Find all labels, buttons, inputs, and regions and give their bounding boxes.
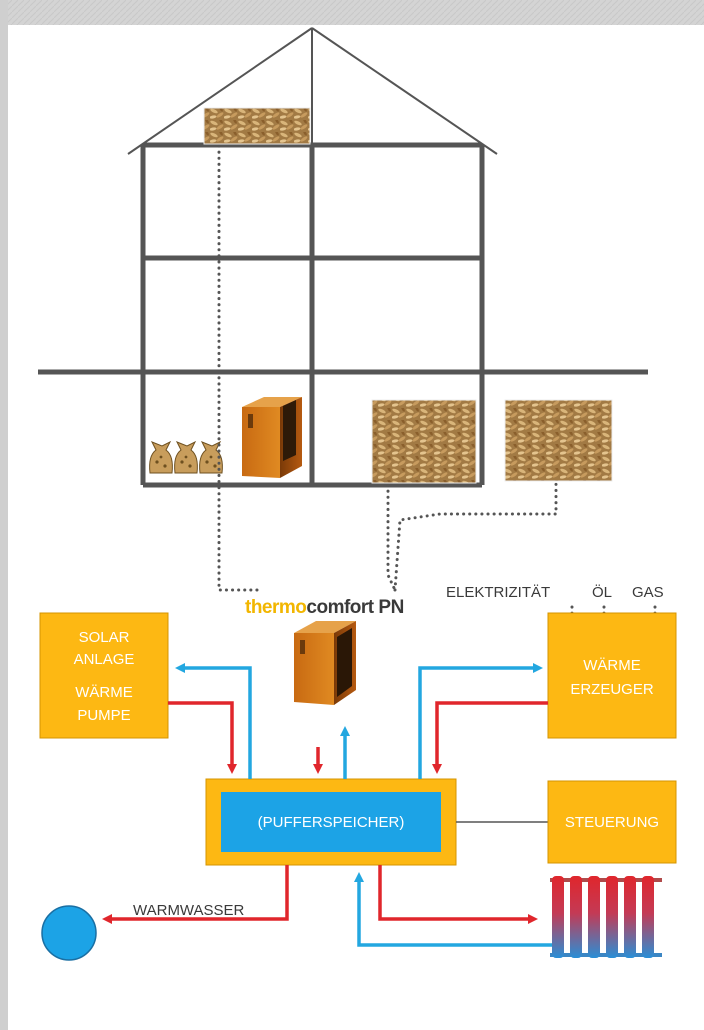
pellet-bag-icon	[149, 440, 173, 474]
boiler-icon	[294, 621, 356, 705]
cold-pipes	[175, 663, 555, 947]
warmwasser-label: WARMWASSER	[133, 902, 245, 919]
pellet-feed-lines	[217, 144, 657, 627]
elektrizitaet-label: ELEKTRIZITÄT	[446, 584, 550, 601]
pellet-storage-icon	[504, 399, 613, 482]
steuerung-label: STEUERUNG	[565, 814, 659, 831]
brand-label: thermocomfort PN	[245, 597, 404, 618]
warm-water-tap-icon	[41, 905, 97, 961]
pellet-bag-icon	[199, 440, 223, 474]
pump-label-2: PUMPE	[77, 707, 130, 724]
buffer-tank-box: (PUFFERSPEICHER)	[205, 778, 457, 866]
house-roof	[127, 27, 498, 155]
hot-pipes	[102, 701, 548, 924]
oel-label: ÖL	[592, 583, 612, 601]
solar-heatpump-box: SOLAR ANLAGE WÄRME PUMPE	[39, 612, 169, 739]
radiator-icon	[550, 876, 662, 958]
pellet-storage-icon	[203, 107, 311, 145]
boiler-icon	[242, 397, 302, 478]
erzeuger-label-2: ERZEUGER	[570, 681, 654, 698]
gas-label: GAS	[632, 584, 664, 601]
solar-label-2: ANLAGE	[74, 651, 135, 668]
heat-generator-box: WÄRME ERZEUGER	[547, 612, 677, 739]
pump-label-1: WÄRME	[75, 684, 133, 701]
erzeuger-label-1: WÄRME	[583, 657, 641, 674]
solar-label-1: SOLAR	[79, 629, 130, 646]
pellet-bag-icon	[174, 440, 198, 474]
control-box: STEUERUNG	[547, 780, 677, 864]
puffer-label: (PUFFERSPEICHER)	[258, 814, 405, 831]
pellet-storage-icon	[371, 399, 477, 484]
